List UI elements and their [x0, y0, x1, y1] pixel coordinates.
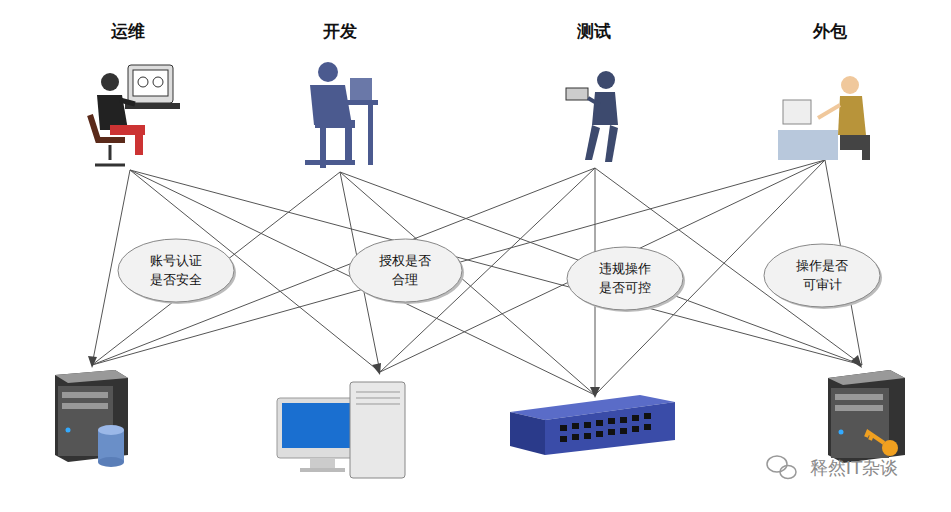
arrowheads: [88, 355, 862, 398]
network-switch: [510, 395, 675, 455]
db-server: [55, 370, 128, 467]
access-lines: [92, 160, 862, 395]
wechat-icon: [767, 456, 796, 479]
watermark: 释然IT杂谈: [810, 456, 898, 480]
role-label: 开发: [323, 20, 357, 43]
question-ellipse: 违规操作是否可控: [566, 246, 684, 311]
question-ellipse: 账号认证是否安全: [117, 238, 235, 303]
dev-person: [305, 62, 378, 168]
role-label: 外包: [813, 20, 847, 43]
role-label: 测试: [577, 20, 611, 43]
question-text: 违规操作是否可控: [595, 259, 655, 297]
question-text: 授权是否合理: [377, 251, 433, 289]
outsource-person: [778, 76, 870, 160]
role-label: 运维: [111, 20, 145, 43]
question-ellipse: 授权是否合理: [348, 238, 463, 303]
key-server: [828, 370, 905, 463]
ops-person: [90, 65, 180, 165]
test-person: [566, 71, 618, 162]
desktop-computer: [277, 382, 405, 478]
question-ellipse: 操作是否可审计: [763, 243, 881, 308]
question-text: 账号认证是否安全: [146, 251, 206, 289]
question-text: 操作是否可审计: [794, 256, 850, 294]
